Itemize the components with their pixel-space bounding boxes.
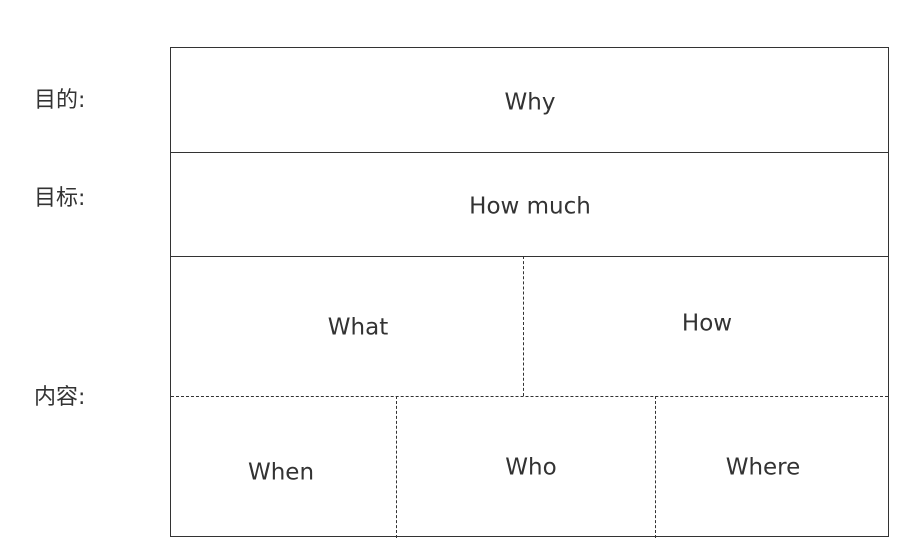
cell-how: How [681, 310, 733, 337]
cell-what: What [327, 314, 389, 341]
divider-what-how [523, 256, 524, 396]
cell-how-much: How much [469, 193, 591, 220]
label-content: 内容: [34, 385, 86, 410]
label-purpose: 目的: [34, 88, 86, 113]
diagram-frame: Why How much What How When Who Where [170, 47, 889, 538]
divider-content-rows [171, 396, 888, 397]
cell-where: Where [725, 454, 801, 481]
cell-why: Why [504, 89, 556, 116]
cell-who: Who [505, 454, 557, 481]
cell-when: When [247, 459, 315, 486]
divider-why-howmuch [171, 152, 888, 153]
divider-howmuch-content [171, 256, 888, 257]
divider-who-where [655, 396, 656, 538]
label-goal: 目标: [34, 186, 86, 211]
divider-when-who [396, 396, 397, 538]
